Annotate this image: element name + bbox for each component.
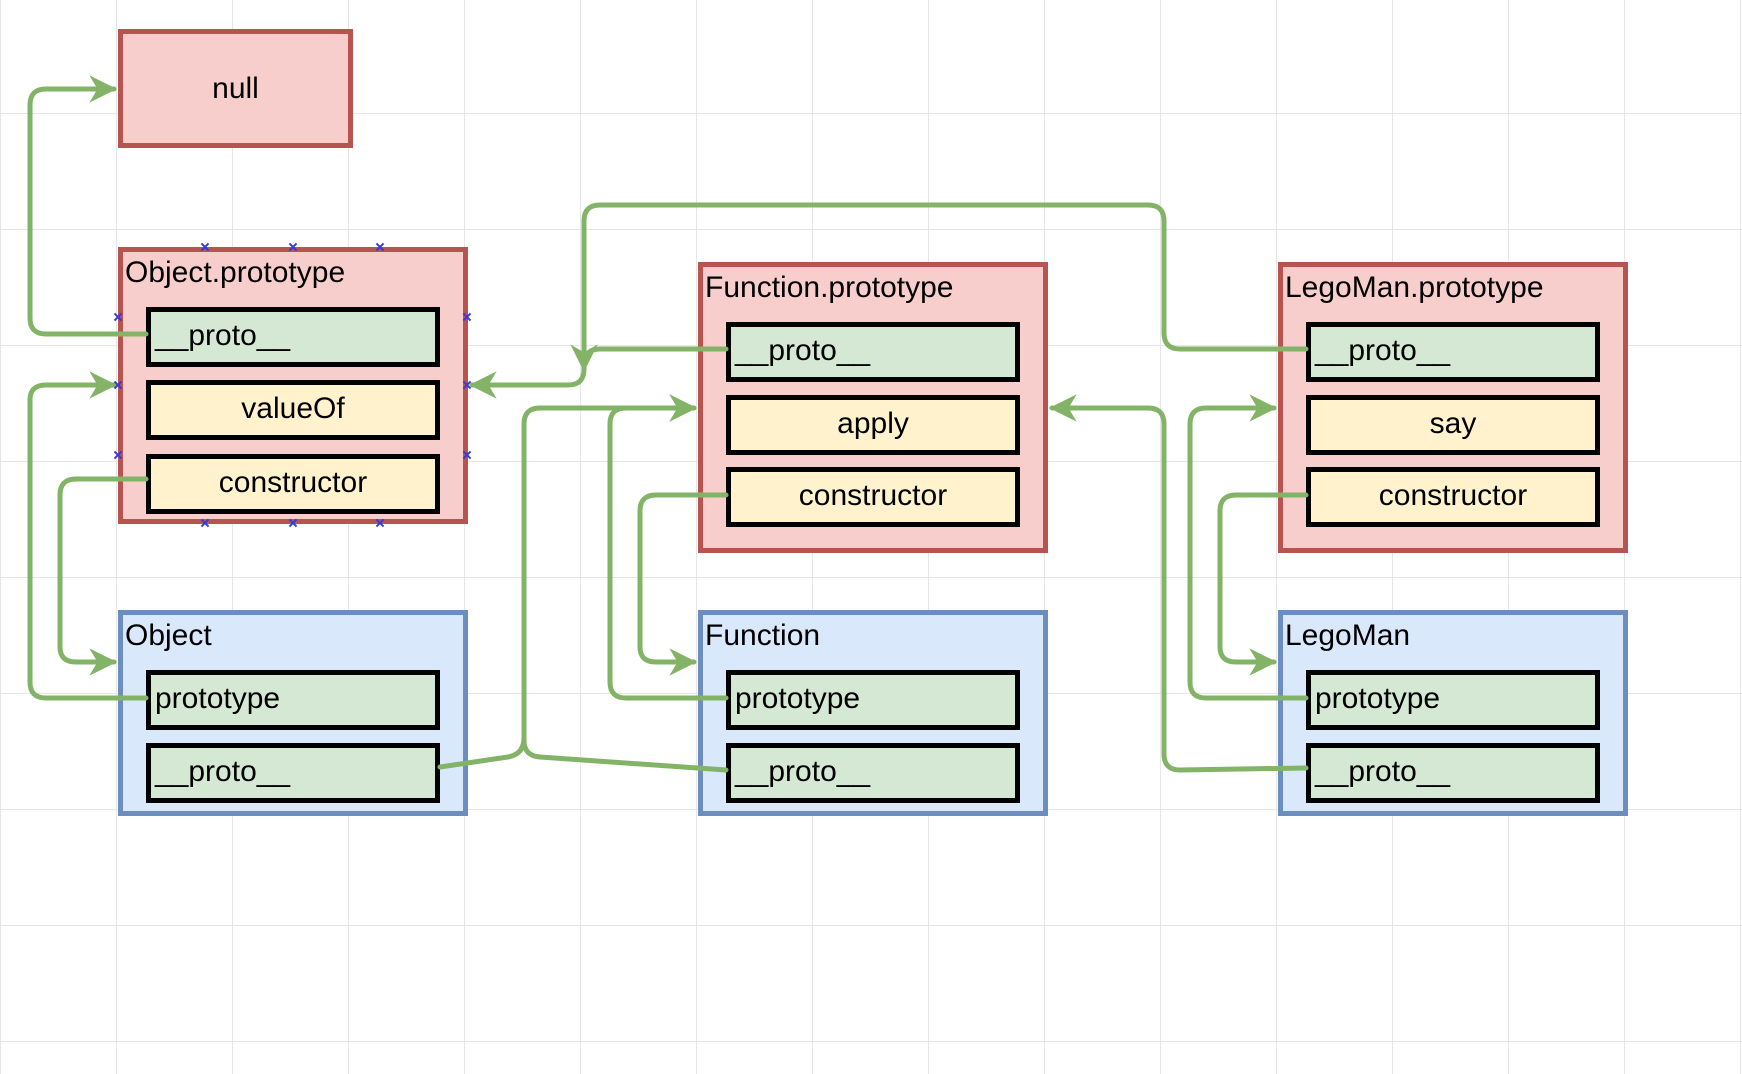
object-node[interactable]: Object prototype __proto__ <box>118 610 468 816</box>
object-prototype-node[interactable]: Object.prototype __proto__ valueOf const… <box>118 247 468 524</box>
null-node[interactable]: null <box>118 29 353 148</box>
selection-handle-left-1[interactable] <box>114 313 122 321</box>
object-prototype-constructor-field[interactable]: constructor <box>146 454 440 514</box>
object-title: Object <box>125 619 212 652</box>
object-proto-to-function-prototype-arrow[interactable] <box>437 394 697 770</box>
function-prototype-proto-to-object-prototype-arrow[interactable] <box>469 346 729 399</box>
selection-handle-left-3[interactable] <box>114 451 122 459</box>
legoman-prototype-node[interactable]: LegoMan.prototype __proto__ say construc… <box>1278 262 1628 553</box>
legoman-prototype-title: LegoMan.prototype <box>1285 271 1544 304</box>
legoman-prototype-say-field[interactable]: say <box>1306 395 1600 455</box>
function-title: Function <box>705 619 821 652</box>
function-prototype-field[interactable]: prototype <box>726 670 1020 730</box>
legoman-title: LegoMan <box>1285 619 1411 652</box>
selection-handle-right-3[interactable] <box>463 451 471 459</box>
object-prototype-valueof-field[interactable]: valueOf <box>146 380 440 440</box>
selection-handle-bottom-3[interactable] <box>376 519 384 527</box>
legoman-proto-to-function-prototype-arrow[interactable] <box>1049 394 1309 773</box>
object-prototype-field[interactable]: prototype <box>146 670 440 730</box>
legoman-node[interactable]: LegoMan prototype __proto__ <box>1278 610 1628 816</box>
null-label: null <box>212 71 259 105</box>
legoman-prototype-constructor-field[interactable]: constructor <box>1306 467 1600 527</box>
function-prototype-proto-field[interactable]: __proto__ <box>726 322 1020 382</box>
function-node[interactable]: Function prototype __proto__ <box>698 610 1048 816</box>
function-proto-to-function-prototype-arrow[interactable] <box>521 737 729 773</box>
selection-handle-bottom-2[interactable] <box>289 519 297 527</box>
legoman-prototype-field[interactable]: prototype <box>1306 670 1600 730</box>
selection-handle-right-1[interactable] <box>463 313 471 321</box>
selection-handle-top-1[interactable] <box>201 243 209 251</box>
selection-handle-top-3[interactable] <box>376 243 384 251</box>
legoman-prototype-proto-field[interactable]: __proto__ <box>1306 322 1600 382</box>
selection-handle-left-2[interactable] <box>114 381 122 389</box>
object-prototype-title: Object.prototype <box>125 256 346 289</box>
function-proto-field[interactable]: __proto__ <box>726 743 1020 803</box>
selection-handle-bottom-1[interactable] <box>201 519 209 527</box>
function-prototype-node[interactable]: Function.prototype __proto__ apply const… <box>698 262 1048 553</box>
legoman-proto-field[interactable]: __proto__ <box>1306 743 1600 803</box>
object-proto-field[interactable]: __proto__ <box>146 743 440 803</box>
function-prototype-constructor-field[interactable]: constructor <box>726 467 1020 527</box>
object-prototype-proto-field[interactable]: __proto__ <box>146 307 440 367</box>
selection-handle-top-2[interactable] <box>289 243 297 251</box>
function-prototype-title: Function.prototype <box>705 271 954 304</box>
selection-handle-right-2[interactable] <box>463 381 471 389</box>
function-prototype-apply-field[interactable]: apply <box>726 395 1020 455</box>
